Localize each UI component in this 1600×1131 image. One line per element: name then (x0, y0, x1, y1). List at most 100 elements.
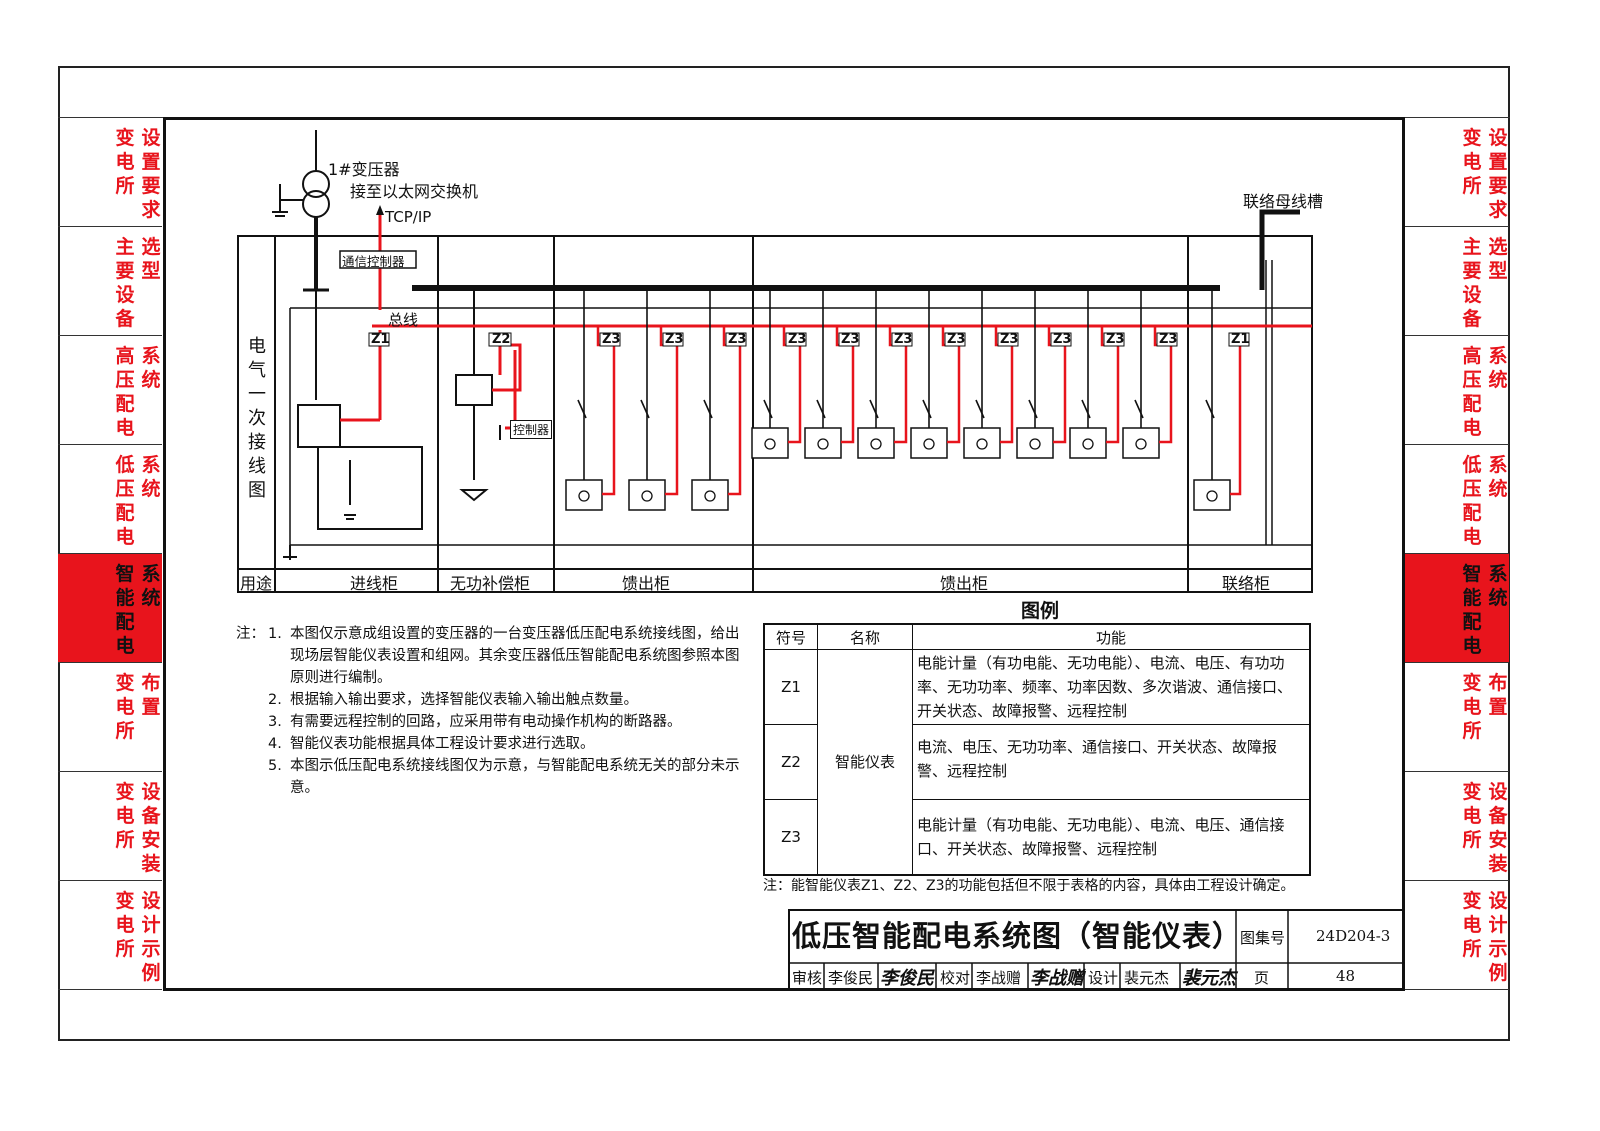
ct-meter-box (628, 479, 666, 511)
tab-text-secondary: 系统 (1488, 563, 1508, 609)
tab-text-primary: 变电所 (1462, 127, 1482, 197)
legend-header-name: 名称 (817, 623, 913, 650)
cabinet-incoming: 进线柜 (350, 574, 399, 593)
cabinet-feeder-1: 馈出柜 (622, 574, 671, 593)
ct-meter-box (1069, 427, 1107, 459)
breaker-switch (869, 399, 879, 419)
tab-text-primary: 变电所 (1462, 781, 1482, 851)
right-tab-1[interactable]: 主要设备选型 (1405, 227, 1509, 336)
tab-text-secondary: 系统 (1488, 454, 1508, 500)
checker-name: 李战赠 (976, 969, 1022, 987)
ct-symbol (923, 438, 935, 450)
cabinet-feeder-2: 馈出柜 (940, 574, 989, 593)
design-label: 设计 (1088, 969, 1119, 987)
ct-symbol (1029, 438, 1041, 450)
tab-text-primary: 变电所 (1462, 672, 1482, 742)
note-text: 智能仪表功能根据具体工程设计要求进行选取。 (290, 736, 595, 752)
meter-z3-box (838, 332, 860, 347)
legend-note: 注：能智能仪表Z1、Z2、Z3的功能包括但不限于表格的内容，具体由工程设计确定。 (763, 878, 1295, 894)
tab-text-primary: 主要设备 (115, 236, 135, 330)
meter-z3-label: Z3 (1159, 332, 1178, 347)
tie-busway-label: 联络母线槽 (1243, 192, 1324, 211)
right-tab-0[interactable]: 变电所设置要求 (1405, 118, 1509, 227)
ct-symbol (817, 438, 829, 450)
right-tab-5[interactable]: 变电所布置 (1405, 663, 1509, 772)
note-item: 5.本图示低压配电系统接线图仅为示意，与智能配电系统无关的部分未示意。 (236, 755, 751, 799)
title-block (788, 909, 1405, 991)
meter-z3-label: Z3 (947, 332, 966, 347)
usage-header: 用途 (240, 574, 273, 593)
tab-text-primary: 变电所 (115, 672, 135, 742)
right-tab-6[interactable]: 变电所设备安装 (1405, 772, 1509, 881)
breaker-switch (975, 399, 985, 419)
meter-z3-box (599, 332, 621, 347)
tab-text-secondary: 设备安装 (1488, 781, 1508, 875)
tab-text-primary: 智能配电 (1462, 563, 1482, 657)
note-item: 3. 有需要远程控制的回路，应采用带有电动操作机构的断路器。 (236, 711, 751, 733)
tab-text-primary: 变电所 (1462, 890, 1482, 960)
right-tab-3[interactable]: 低压配电系统 (1405, 445, 1509, 554)
breaker-switch (1081, 399, 1091, 419)
note-label (236, 733, 268, 755)
tab-text-primary: 主要设备 (1462, 236, 1482, 330)
notes-block: 注：1.本图仅示意成组设置的变压器的一台变压器低压配电系统接线图，给出现场层智能… (236, 623, 751, 799)
note-text: 有需要远程控制的回路，应采用带有电动操作机构的断路器。 (290, 714, 682, 730)
ct-meter-box (804, 427, 842, 459)
left-tab-1[interactable]: 主要设备选型 (58, 227, 162, 336)
tab-text-secondary: 系统 (1488, 345, 1508, 391)
ct-meter-box (910, 427, 948, 459)
note-text: 根据输入输出要求，选择智能仪表输入输出触点数量。 (290, 692, 638, 708)
tab-text-primary: 智能配电 (115, 563, 135, 657)
note-number: 2. (268, 692, 282, 708)
drawing-title: 低压智能配电系统图（智能仪表） (792, 919, 1243, 953)
meter-z3-label: Z3 (665, 332, 684, 347)
tab-text-secondary: 设计示例 (1488, 890, 1508, 984)
ct-meter-box (1193, 479, 1231, 511)
tab-text-secondary: 设备安装 (141, 781, 161, 875)
tab-text-secondary: 系统 (141, 563, 161, 609)
tab-text-secondary: 设置要求 (1488, 127, 1508, 221)
meter-z3-box (785, 332, 807, 347)
tab-text-primary: 低压配电 (1462, 454, 1482, 548)
meter-z3-box (997, 332, 1019, 347)
right-tab-4[interactable]: 智能配电系统 (1405, 554, 1509, 663)
designer-name: 裴元杰 (1124, 969, 1170, 987)
left-tab-3[interactable]: 低压配电系统 (58, 445, 162, 554)
checker-signature: 李战赠 (1030, 968, 1084, 989)
left-tab-2[interactable]: 高压配电系统 (58, 336, 162, 445)
tab-text-primary: 高压配电 (1462, 345, 1482, 439)
cabinet-compensation: 无功补偿柜 (450, 574, 531, 593)
signal-wire (596, 326, 616, 496)
ethernet-label: 接至以太网交换机 (350, 182, 479, 201)
signal-wire (659, 326, 679, 496)
reviewer-signature: 李俊民 (880, 968, 934, 989)
meter-z1-tie-label: Z1 (1231, 332, 1250, 347)
note-number: 3. (268, 714, 282, 730)
legend-header-symbol: 符号 (763, 623, 818, 650)
tab-text-secondary: 布置 (141, 672, 161, 718)
tab-text-secondary: 选型 (1488, 236, 1508, 282)
left-tab-0[interactable]: 变电所设置要求 (58, 118, 162, 227)
tab-text-primary: 变电所 (115, 781, 135, 851)
controller-label: 控制器 (510, 420, 553, 439)
meter-z3-label: Z3 (894, 332, 913, 347)
tab-text-secondary: 布置 (1488, 672, 1508, 718)
meter-z3-box (725, 332, 747, 347)
note-item: 2. 根据输入输出要求，选择智能仪表输入输出触点数量。 (236, 689, 751, 711)
designer-signature: 裴元杰 (1182, 968, 1236, 989)
right-tab-7[interactable]: 变电所设计示例 (1405, 881, 1509, 990)
ct-symbol (704, 490, 716, 502)
review-label: 审核 (792, 969, 823, 987)
note-item: 4.智能仪表功能根据具体工程设计要求进行选取。 (236, 733, 751, 755)
meter-z3-box (1050, 332, 1072, 347)
left-tab-5[interactable]: 变电所布置 (58, 663, 162, 772)
left-tab-7[interactable]: 变电所设计示例 (58, 881, 162, 990)
meter-z3-label: Z3 (1053, 332, 1072, 347)
left-tab-6[interactable]: 变电所设备安装 (58, 772, 162, 881)
left-tab-4[interactable]: 智能配电系统 (58, 554, 162, 663)
reviewer-name: 李俊民 (828, 969, 874, 987)
right-tab-2[interactable]: 高压配电系统 (1405, 336, 1509, 445)
breaker-switch (1134, 399, 1144, 419)
legend-symbol: Z2 (763, 724, 818, 800)
